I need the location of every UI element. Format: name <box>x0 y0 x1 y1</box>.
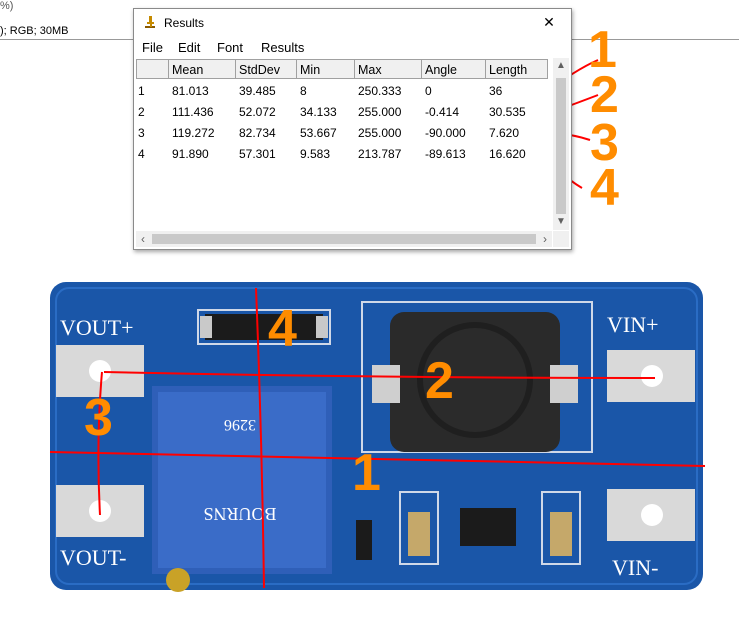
number-1: 1 <box>588 21 617 79</box>
window-titlebar[interactable]: Results ✕ <box>134 9 571 36</box>
label-vout-minus: VOUT- <box>60 545 126 570</box>
number-4: 4 <box>590 159 619 217</box>
close-icon[interactable]: ✕ <box>543 14 555 30</box>
column-header-index[interactable] <box>136 59 169 79</box>
measure-line-2 <box>103 371 656 379</box>
ic-chip <box>460 508 516 546</box>
horizontal-scrollbar[interactable]: ‹ › <box>136 231 552 247</box>
pot-text-2: BOURNS <box>203 504 276 524</box>
table-cell: 255.000 <box>358 126 402 140</box>
table-cell: 2 <box>138 105 145 119</box>
table-cell: 16.620 <box>489 147 526 161</box>
board-marker-2: 2 <box>425 352 454 410</box>
menu-font[interactable]: Font <box>217 40 244 55</box>
background-title-fragment: %) <box>0 0 14 12</box>
table-cell: 119.272 <box>172 126 215 140</box>
table-cell: 36 <box>489 84 503 98</box>
table-cell: 111.436 <box>172 105 214 119</box>
board-marker-4: 4 <box>268 300 297 358</box>
menubar: File Edit Font Results <box>134 38 571 58</box>
window-title: Results <box>164 16 205 30</box>
scrollbar-corner <box>553 231 569 247</box>
number-2: 2 <box>590 66 619 124</box>
measure-line-3 <box>97 371 103 516</box>
menu-file[interactable]: File <box>142 40 163 55</box>
column-header-stddev[interactable]: StdDev <box>236 59 297 79</box>
microscope-icon <box>145 16 155 28</box>
horizontal-scroll-thumb[interactable] <box>152 234 536 244</box>
column-header-mean[interactable]: Mean <box>169 59 236 79</box>
scroll-right-icon[interactable]: › <box>543 232 547 246</box>
table-cell: 250.333 <box>358 84 402 98</box>
menu-edit[interactable]: Edit <box>178 40 201 55</box>
results-window: Results ✕ File Edit Font Results Mean St… <box>133 8 572 250</box>
table-cell: 9.583 <box>300 147 331 161</box>
column-header-min[interactable]: Min <box>297 59 355 79</box>
table-cell: -90.000 <box>425 126 466 140</box>
table-cell: 30.535 <box>489 105 526 119</box>
scroll-up-icon[interactable]: ▲ <box>556 60 566 71</box>
scroll-left-icon[interactable]: ‹ <box>141 232 145 246</box>
table-cell: 255.000 <box>358 105 402 119</box>
label-vin-minus: VIN- <box>612 555 658 580</box>
vertical-scrollbar[interactable]: ▲ ▼ <box>553 58 569 230</box>
board-marker-1: 1 <box>352 444 381 502</box>
table-cell: 53.667 <box>300 126 337 140</box>
scroll-down-icon[interactable]: ▼ <box>556 216 566 227</box>
table-cell: 4 <box>138 147 145 161</box>
number-3: 3 <box>590 114 619 172</box>
table-cell: 0 <box>425 84 432 98</box>
table-cell: 81.013 <box>172 84 209 98</box>
table-cell: 7.620 <box>489 126 520 140</box>
table-cell: 1 <box>138 84 145 98</box>
menu-results[interactable]: Results <box>261 40 305 55</box>
table-cell: 34.133 <box>300 105 337 119</box>
pcb-board <box>50 282 703 590</box>
table-cell: 3 <box>138 126 145 140</box>
table-cell: 82.734 <box>239 126 276 140</box>
diode-component <box>205 314 323 340</box>
table-cell: -89.613 <box>425 147 466 161</box>
board-marker-3: 3 <box>84 389 113 447</box>
table-cell: -0.414 <box>425 105 460 119</box>
label-vin-plus: VIN+ <box>607 312 659 337</box>
table-cell: 91.890 <box>172 147 209 161</box>
pot-text-1: 3296 <box>224 416 256 433</box>
background-image-info: ); RGB; 30MB <box>0 25 69 37</box>
table-cell: 39.485 <box>239 84 276 98</box>
vertical-scroll-thumb[interactable] <box>556 78 566 214</box>
results-table[interactable]: Mean StdDev Min Max Angle Length 1 81.01… <box>136 58 552 230</box>
measure-line-4 <box>255 287 265 589</box>
column-header-length[interactable]: Length <box>486 59 548 79</box>
column-header-angle[interactable]: Angle <box>422 59 486 79</box>
column-header-max[interactable]: Max <box>355 59 422 79</box>
table-cell: 213.787 <box>358 147 402 161</box>
measure-line-1 <box>49 451 706 467</box>
label-vout-plus: VOUT+ <box>60 315 134 340</box>
table-cell: 57.301 <box>239 147 276 161</box>
table-cell: 8 <box>300 84 307 98</box>
table-cell: 52.072 <box>239 105 276 119</box>
